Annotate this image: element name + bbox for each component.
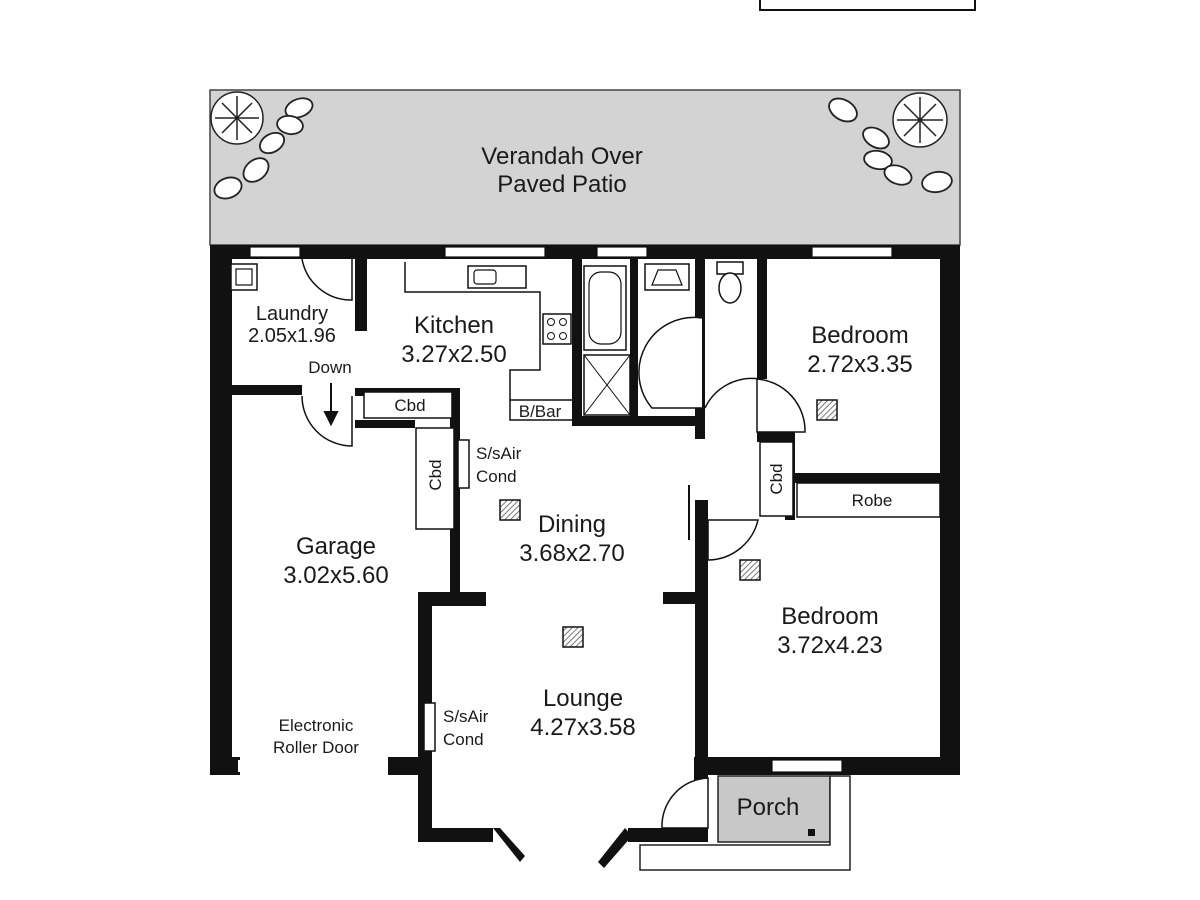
cbd-bedroom-label: Cbd [767, 463, 786, 494]
cbd-bedroom-box [759, 441, 794, 517]
vanity-icon [644, 263, 690, 291]
bedroom2-name: Bedroom [781, 603, 878, 630]
legend-box [759, 0, 976, 11]
dining-size: 3.68x2.70 [519, 540, 624, 567]
bathtub-icon [583, 265, 627, 351]
robe-box [796, 482, 941, 518]
stepping-stones [828, 97, 953, 194]
porch-light [808, 829, 815, 836]
vent-icon [499, 499, 521, 521]
bedroom1-name: Bedroom [811, 322, 908, 349]
bathroom-door [638, 316, 703, 409]
robe-label: Robe [852, 491, 893, 510]
aircon-dining-label-2: Cond [476, 467, 517, 486]
cbd-dining-box [415, 427, 455, 530]
cbd-laundry-label: Cbd [394, 396, 425, 415]
kitchen-size: 3.27x2.50 [401, 341, 506, 368]
aircon-lounge-icon [423, 702, 436, 752]
aircon-lounge-label-2: Cond [443, 730, 484, 749]
laundry-door [301, 258, 353, 301]
porch-step [639, 775, 851, 871]
down-arrow-icon [323, 383, 339, 427]
windows [238, 246, 893, 773]
kitchen-bench [404, 262, 572, 421]
bedroom1-size: 2.72x3.35 [807, 351, 912, 378]
laundry-size: 2.05x1.96 [248, 325, 336, 347]
aircon-lounge-label-1: S/sAir [443, 707, 489, 726]
bedroom2-door [707, 519, 759, 561]
breakfast-bar-label: B/Bar [519, 402, 562, 421]
roller-door-label-2: Roller Door [273, 738, 359, 757]
vent-icon [816, 399, 838, 421]
bedroom1-door [756, 378, 806, 433]
porch-name: Porch [737, 794, 800, 821]
lounge-name: Lounge [543, 685, 623, 712]
kitchen-name: Kitchen [414, 312, 494, 339]
cooktop-icon [542, 313, 572, 345]
sink-icon [467, 265, 527, 289]
roller-door-label-1: Electronic [279, 716, 354, 735]
front-door [661, 777, 709, 829]
verandah-label-2: Paved Patio [497, 171, 626, 198]
vent-icon [739, 559, 761, 581]
aircon-dining-icon [457, 439, 470, 489]
verandah-label-1: Verandah Over [481, 143, 642, 170]
cbd-dining-label: Cbd [426, 459, 445, 490]
aircon-dining-label-1: S/sAir [476, 444, 522, 463]
laundry-name: Laundry [256, 303, 328, 325]
stepping-stones [213, 97, 314, 200]
bedroom2-size: 3.72x4.23 [777, 632, 882, 659]
laundry-down-label: Down [308, 358, 351, 377]
vent-icon [562, 626, 584, 648]
dining-name: Dining [538, 511, 606, 538]
toilet-door [704, 377, 761, 409]
shrub-icon [210, 91, 264, 145]
cbd-laundry-box [363, 391, 453, 419]
laundry-tub [230, 263, 258, 291]
lounge-size: 4.27x3.58 [530, 714, 635, 741]
garage-name: Garage [296, 533, 376, 560]
toilet-icon [716, 261, 744, 304]
garage-door [301, 395, 353, 447]
garage-size: 3.02x5.60 [283, 562, 388, 589]
shrub-icon [892, 92, 948, 148]
